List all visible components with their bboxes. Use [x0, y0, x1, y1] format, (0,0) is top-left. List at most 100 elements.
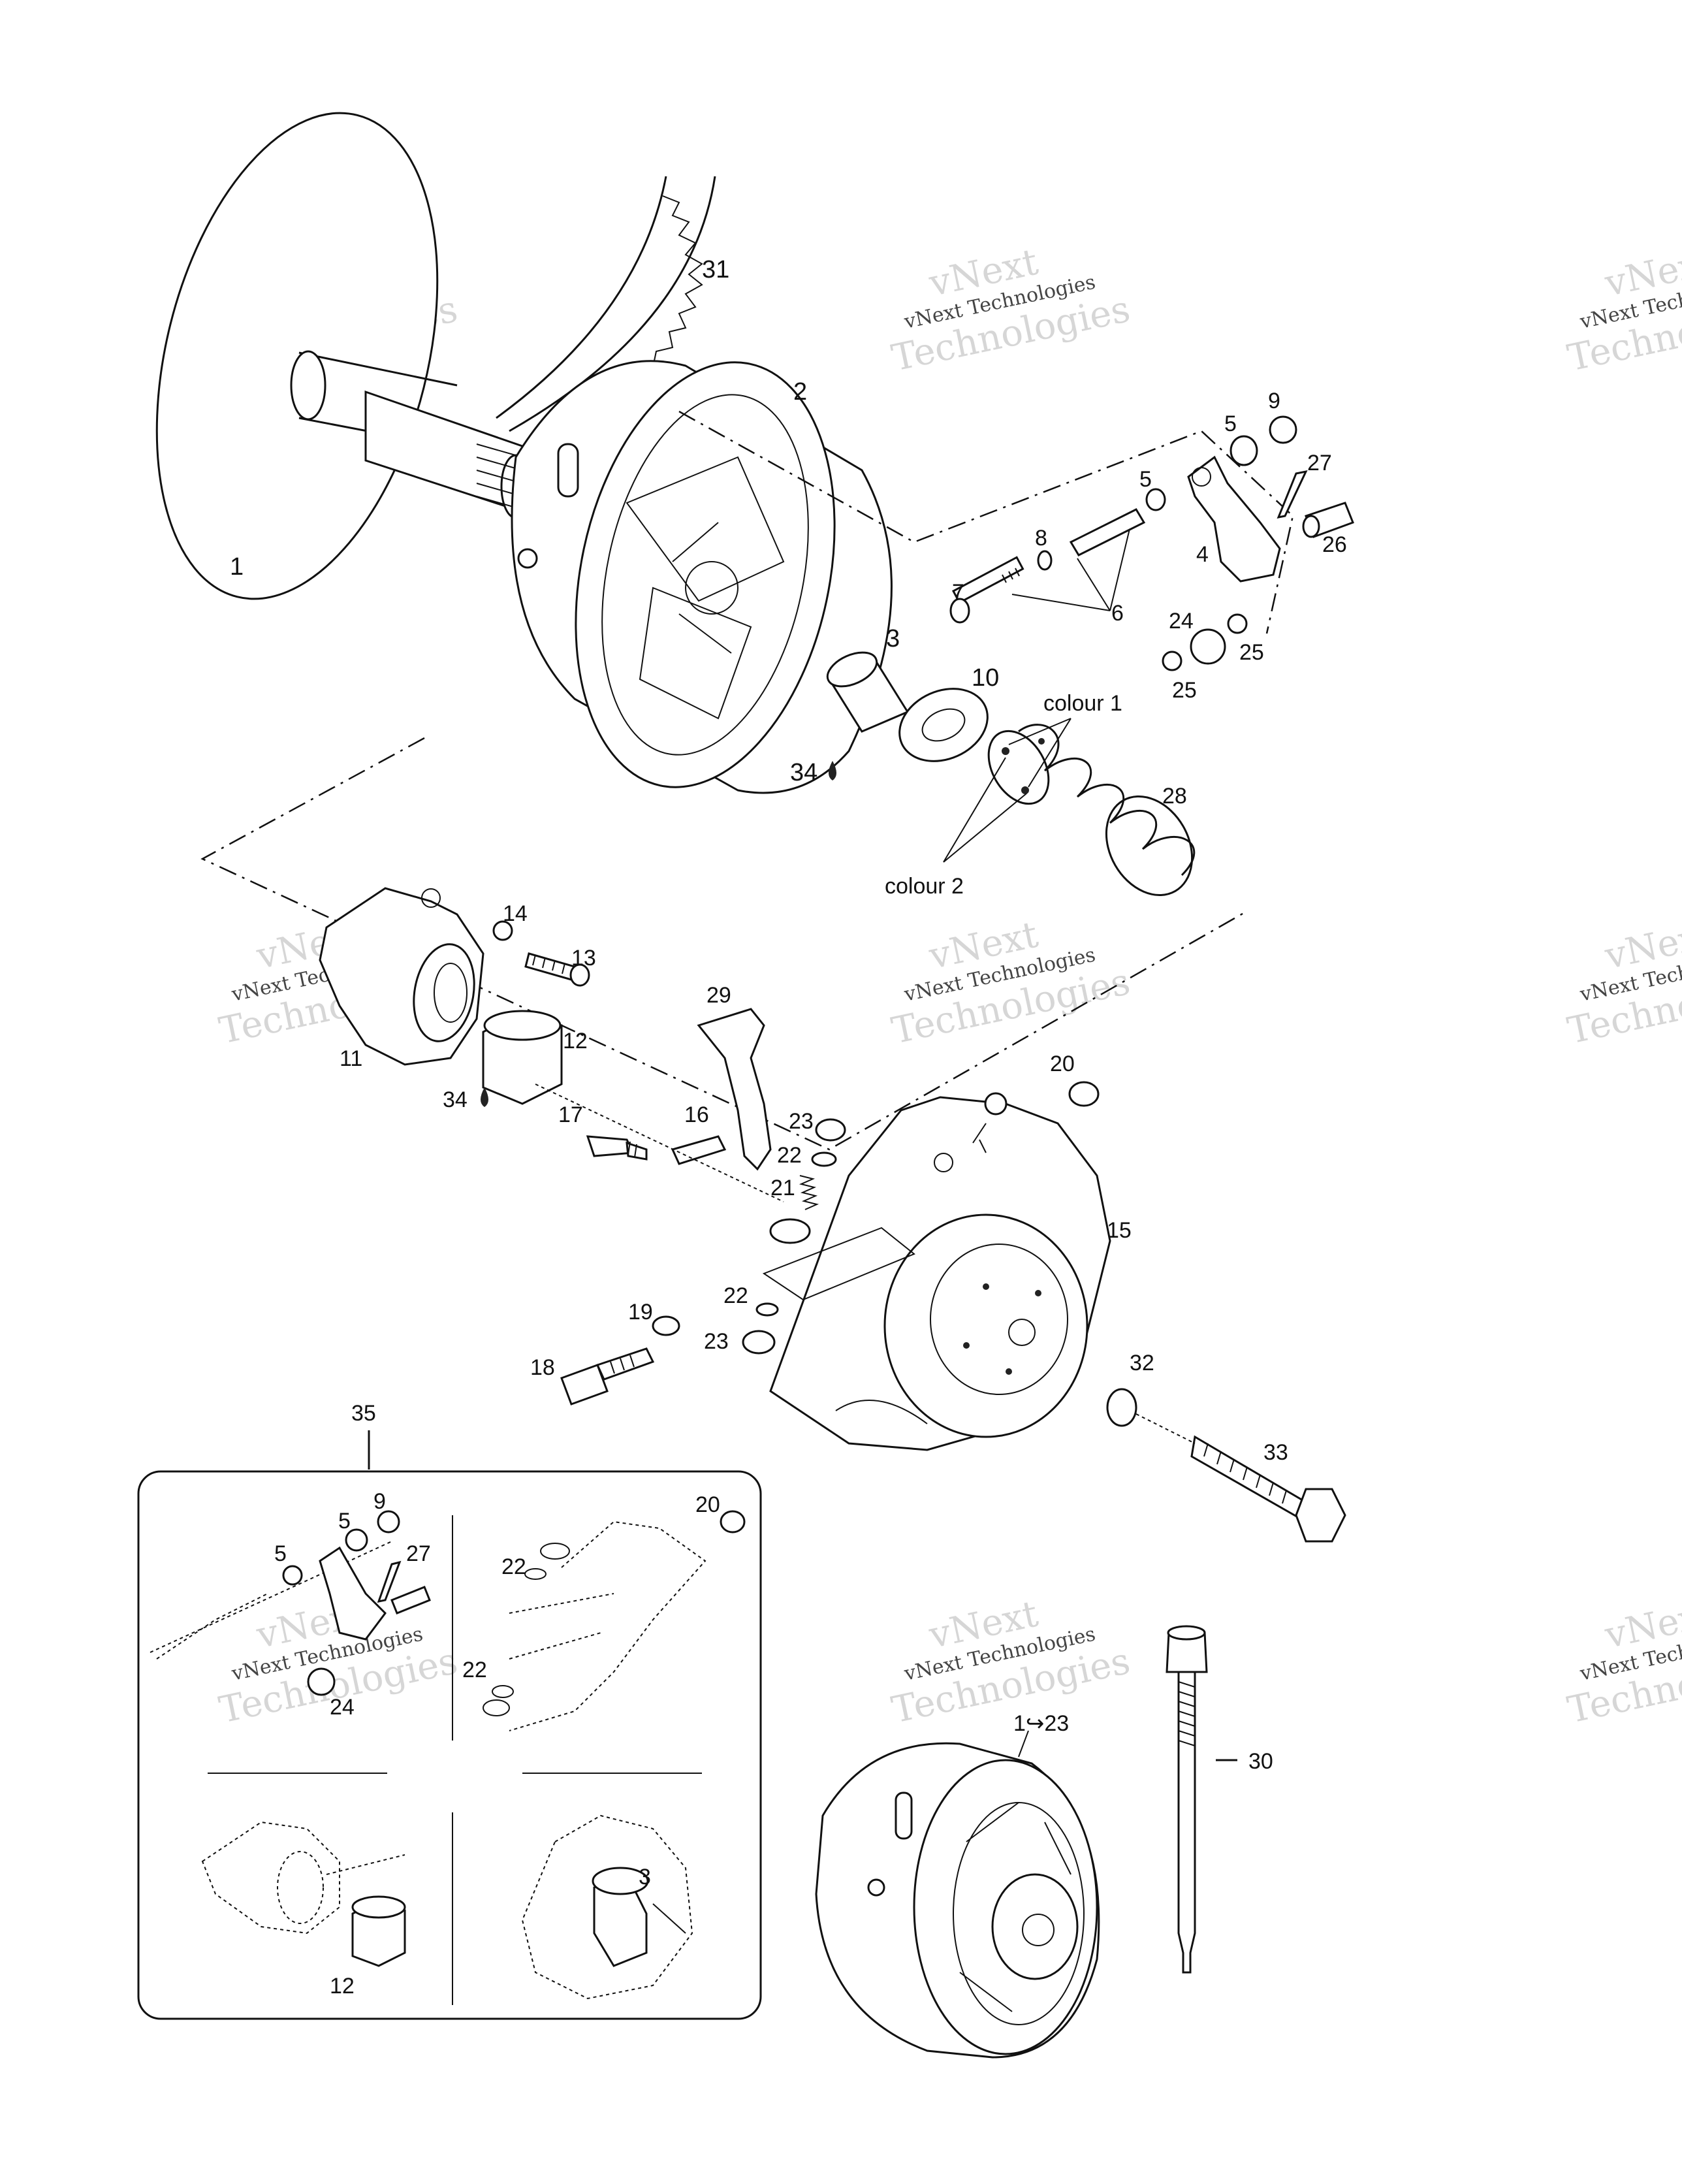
part-13-screw — [524, 952, 590, 987]
callout-22a: 22 — [777, 1143, 802, 1168]
inset-callout-5a: 5 — [338, 1509, 351, 1534]
part-8-washer — [1037, 550, 1053, 571]
callout-29: 29 — [706, 983, 731, 1008]
watermark-5: vNext vNext Technologies Technologies — [888, 913, 1134, 1052]
callout-16: 16 — [684, 1102, 709, 1127]
callout-labels: 1 31 2 3 10 34 7 8 6 5 5 9 27 4 26 24 25… — [230, 256, 1347, 1774]
part-11-cam-arm — [319, 887, 484, 1066]
callout-23a: 23 — [789, 1109, 814, 1134]
part-3-bushing — [826, 651, 910, 733]
part-4-lever-arm — [1187, 455, 1281, 583]
part-20-cap — [1068, 1081, 1100, 1107]
part-2-movable-sheave — [511, 360, 893, 794]
part-21-spring — [799, 1175, 819, 1210]
part-12-bushing — [482, 1010, 563, 1105]
part-25-washer-a — [1227, 613, 1248, 634]
part-15-spider-housing — [762, 1092, 1111, 1451]
inset-labels: 9 5 5 27 24 20 22 22 12 3 — [274, 1489, 720, 1999]
callout-12: 12 — [563, 1029, 588, 1053]
callout-9: 9 — [1268, 389, 1280, 413]
callout-25b: 25 — [1172, 678, 1197, 703]
inset-callout-22a: 22 — [501, 1554, 526, 1579]
callout-34a: 34 — [790, 759, 817, 786]
callout-13: 13 — [571, 946, 596, 971]
watermark-8: vNext vNext Technologies Technologies — [888, 1592, 1134, 1731]
part-30-long-bolt — [1166, 1625, 1237, 1974]
part-25-washer-b — [1162, 650, 1182, 671]
callout-10: 10 — [972, 664, 999, 692]
callout-32: 32 — [1130, 1351, 1154, 1375]
callout-colour-2: colour 2 — [885, 874, 964, 899]
drop-icon-2 — [481, 1087, 488, 1107]
part-6-pin — [1069, 508, 1146, 556]
callout-15: 15 — [1107, 1218, 1132, 1243]
callout-1-to-23: 1↪23 — [1013, 1711, 1069, 1736]
colour-1-leaders — [1008, 718, 1071, 788]
part-7-bolt — [949, 556, 1024, 624]
callout-14: 14 — [503, 901, 528, 926]
inset-panel-bushing — [521, 1814, 693, 2000]
part-18-shoulder-screw — [560, 1347, 655, 1405]
part-27-cotter-pin — [1277, 470, 1308, 519]
watermark-2: vNext vNext Technologies Technologies — [888, 240, 1134, 379]
callout-6: 6 — [1111, 601, 1124, 626]
callout-25a: 25 — [1239, 640, 1264, 665]
assembled-clutch-1-23 — [815, 1730, 1100, 2059]
part-9-nut — [1269, 415, 1297, 444]
callout-11: 11 — [340, 1046, 362, 1071]
axis-line-17 — [535, 1084, 784, 1202]
callout-31: 31 — [702, 256, 729, 283]
inset-callout-12: 12 — [330, 1974, 355, 1999]
assembly-line-upper — [678, 410, 1294, 634]
axis-line-33 — [1135, 1413, 1196, 1444]
callout-5b: 5 — [1224, 411, 1237, 436]
callout-1: 1 — [230, 553, 244, 581]
inset-callout-27: 27 — [406, 1541, 431, 1566]
callout-3: 3 — [886, 625, 900, 652]
callout-colour-1: colour 1 — [1043, 691, 1122, 716]
callout-4: 4 — [1196, 542, 1209, 567]
inset-callout-22b: 22 — [462, 1658, 487, 1682]
part-33-bolt — [1190, 1435, 1346, 1543]
callout-35: 35 — [351, 1401, 376, 1426]
part-26-roller-pin — [1302, 502, 1354, 538]
callout-34b: 34 — [443, 1087, 468, 1112]
inset-kit-35 — [137, 1430, 762, 2020]
part-5-bushing-b — [1230, 435, 1258, 466]
callout-2: 2 — [793, 378, 807, 406]
callout-24: 24 — [1169, 609, 1194, 634]
part-32-washer — [1106, 1388, 1137, 1427]
watermark-6: vNext vNext Technologies Technologies — [1564, 913, 1682, 1052]
inset-callout-20: 20 — [695, 1492, 720, 1517]
part-1-fixed-sheave — [155, 112, 537, 600]
callout-7: 7 — [952, 580, 964, 605]
inset-callout-5b: 5 — [274, 1541, 287, 1566]
callout-22b: 22 — [723, 1283, 748, 1308]
part-5-bushing-a — [1145, 488, 1166, 511]
part-23-cup-b — [742, 1330, 776, 1355]
callout-21: 21 — [770, 1176, 795, 1200]
inset-panel-levers — [150, 1510, 431, 1696]
inset-callout-9: 9 — [373, 1489, 386, 1514]
callout-28: 28 — [1162, 784, 1187, 809]
part-29-cam — [697, 1008, 772, 1171]
inset-callout-24: 24 — [330, 1695, 355, 1720]
callout-27: 27 — [1307, 451, 1332, 475]
drop-icon — [829, 761, 836, 780]
part-19-washer — [652, 1315, 680, 1336]
part-16-pin — [671, 1135, 727, 1165]
part-22-oring-b — [755, 1302, 779, 1317]
inset-panel-cam-arm — [201, 1821, 406, 1967]
callout-19: 19 — [628, 1300, 653, 1325]
part-10-washer — [898, 688, 989, 762]
callout-8: 8 — [1035, 526, 1047, 551]
inset-panel-housing — [483, 1510, 746, 1731]
part-24-roller — [1190, 628, 1226, 665]
part-22-oring-a — [811, 1151, 837, 1167]
watermark-9: vNext vNext Technologies Technologies — [1564, 1592, 1682, 1731]
callout-17: 17 — [558, 1102, 583, 1127]
callout-5a: 5 — [1139, 467, 1152, 492]
inset-callout-3: 3 — [639, 1865, 651, 1889]
callout-20: 20 — [1050, 1052, 1075, 1076]
